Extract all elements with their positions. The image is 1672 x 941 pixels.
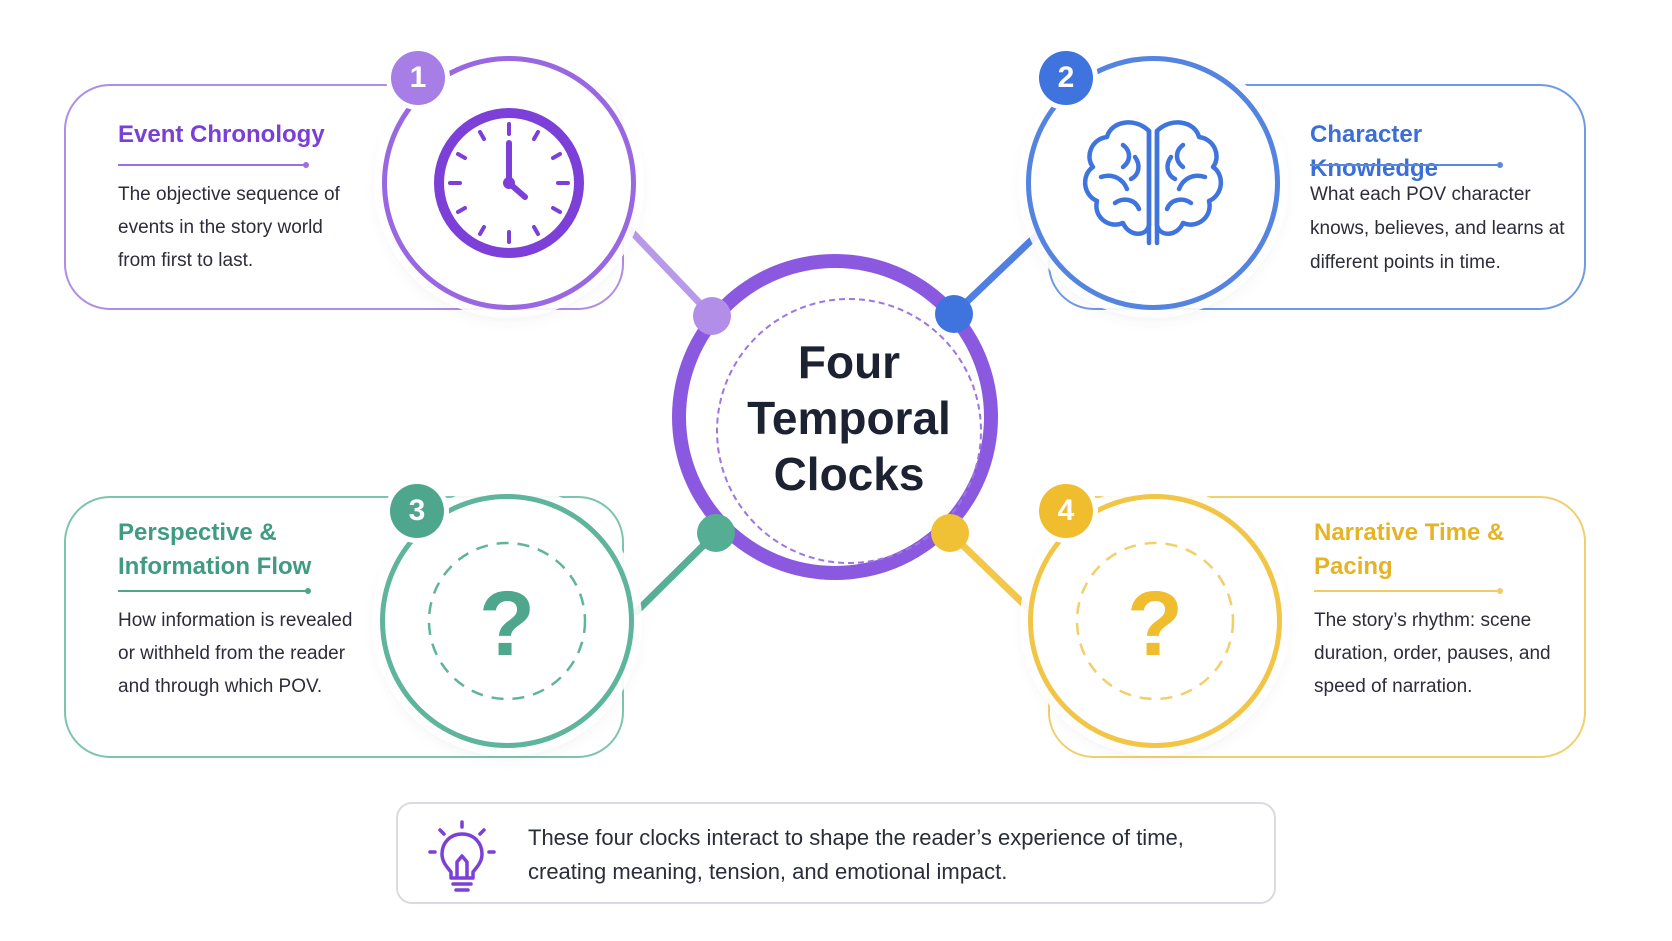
card-title: Event Chronology <box>118 121 325 148</box>
title-underline <box>1314 588 1503 594</box>
number-badge: 4 <box>1039 484 1093 538</box>
summary-text: These four clocks interact to shape the … <box>528 825 1184 884</box>
card-title: Narrative Time & Pacing <box>1314 519 1505 580</box>
brain-icon <box>1083 120 1223 246</box>
title-underline <box>1310 162 1503 168</box>
number-badge: 3 <box>390 484 444 538</box>
connector-node <box>931 514 969 552</box>
hub-dashed-ring <box>716 298 982 564</box>
card-description: What each POV character knows, believes,… <box>1310 184 1565 273</box>
title-underline <box>118 162 309 168</box>
card-description: How information is revealed or withheld … <box>118 610 353 697</box>
connector-node <box>935 295 973 333</box>
number-badge: 1 <box>391 51 445 105</box>
card-description: The story’s rhythm: scene duration, orde… <box>1314 610 1551 697</box>
question-mark-icon: ? <box>427 541 587 701</box>
lightbulb-icon <box>428 820 496 892</box>
connector-node <box>697 514 735 552</box>
card-description: The objective sequence of events in the … <box>118 184 340 271</box>
question-mark-icon: ? <box>1075 541 1235 701</box>
clock-icon <box>434 108 584 258</box>
summary-callout: These four clocks interact to shape the … <box>396 802 1276 904</box>
number-badge: 2 <box>1039 51 1093 105</box>
connector-node <box>693 297 731 335</box>
center-title: Four Temporal Clocks <box>747 336 951 500</box>
card-title: Character Knowledge <box>1310 121 1439 182</box>
hub-inner: Four Temporal Clocks <box>686 268 984 566</box>
svg-text:?: ? <box>479 573 535 675</box>
card-title: Perspective & Information Flow <box>118 519 312 580</box>
title-underline <box>118 588 311 594</box>
svg-text:?: ? <box>1127 573 1183 675</box>
